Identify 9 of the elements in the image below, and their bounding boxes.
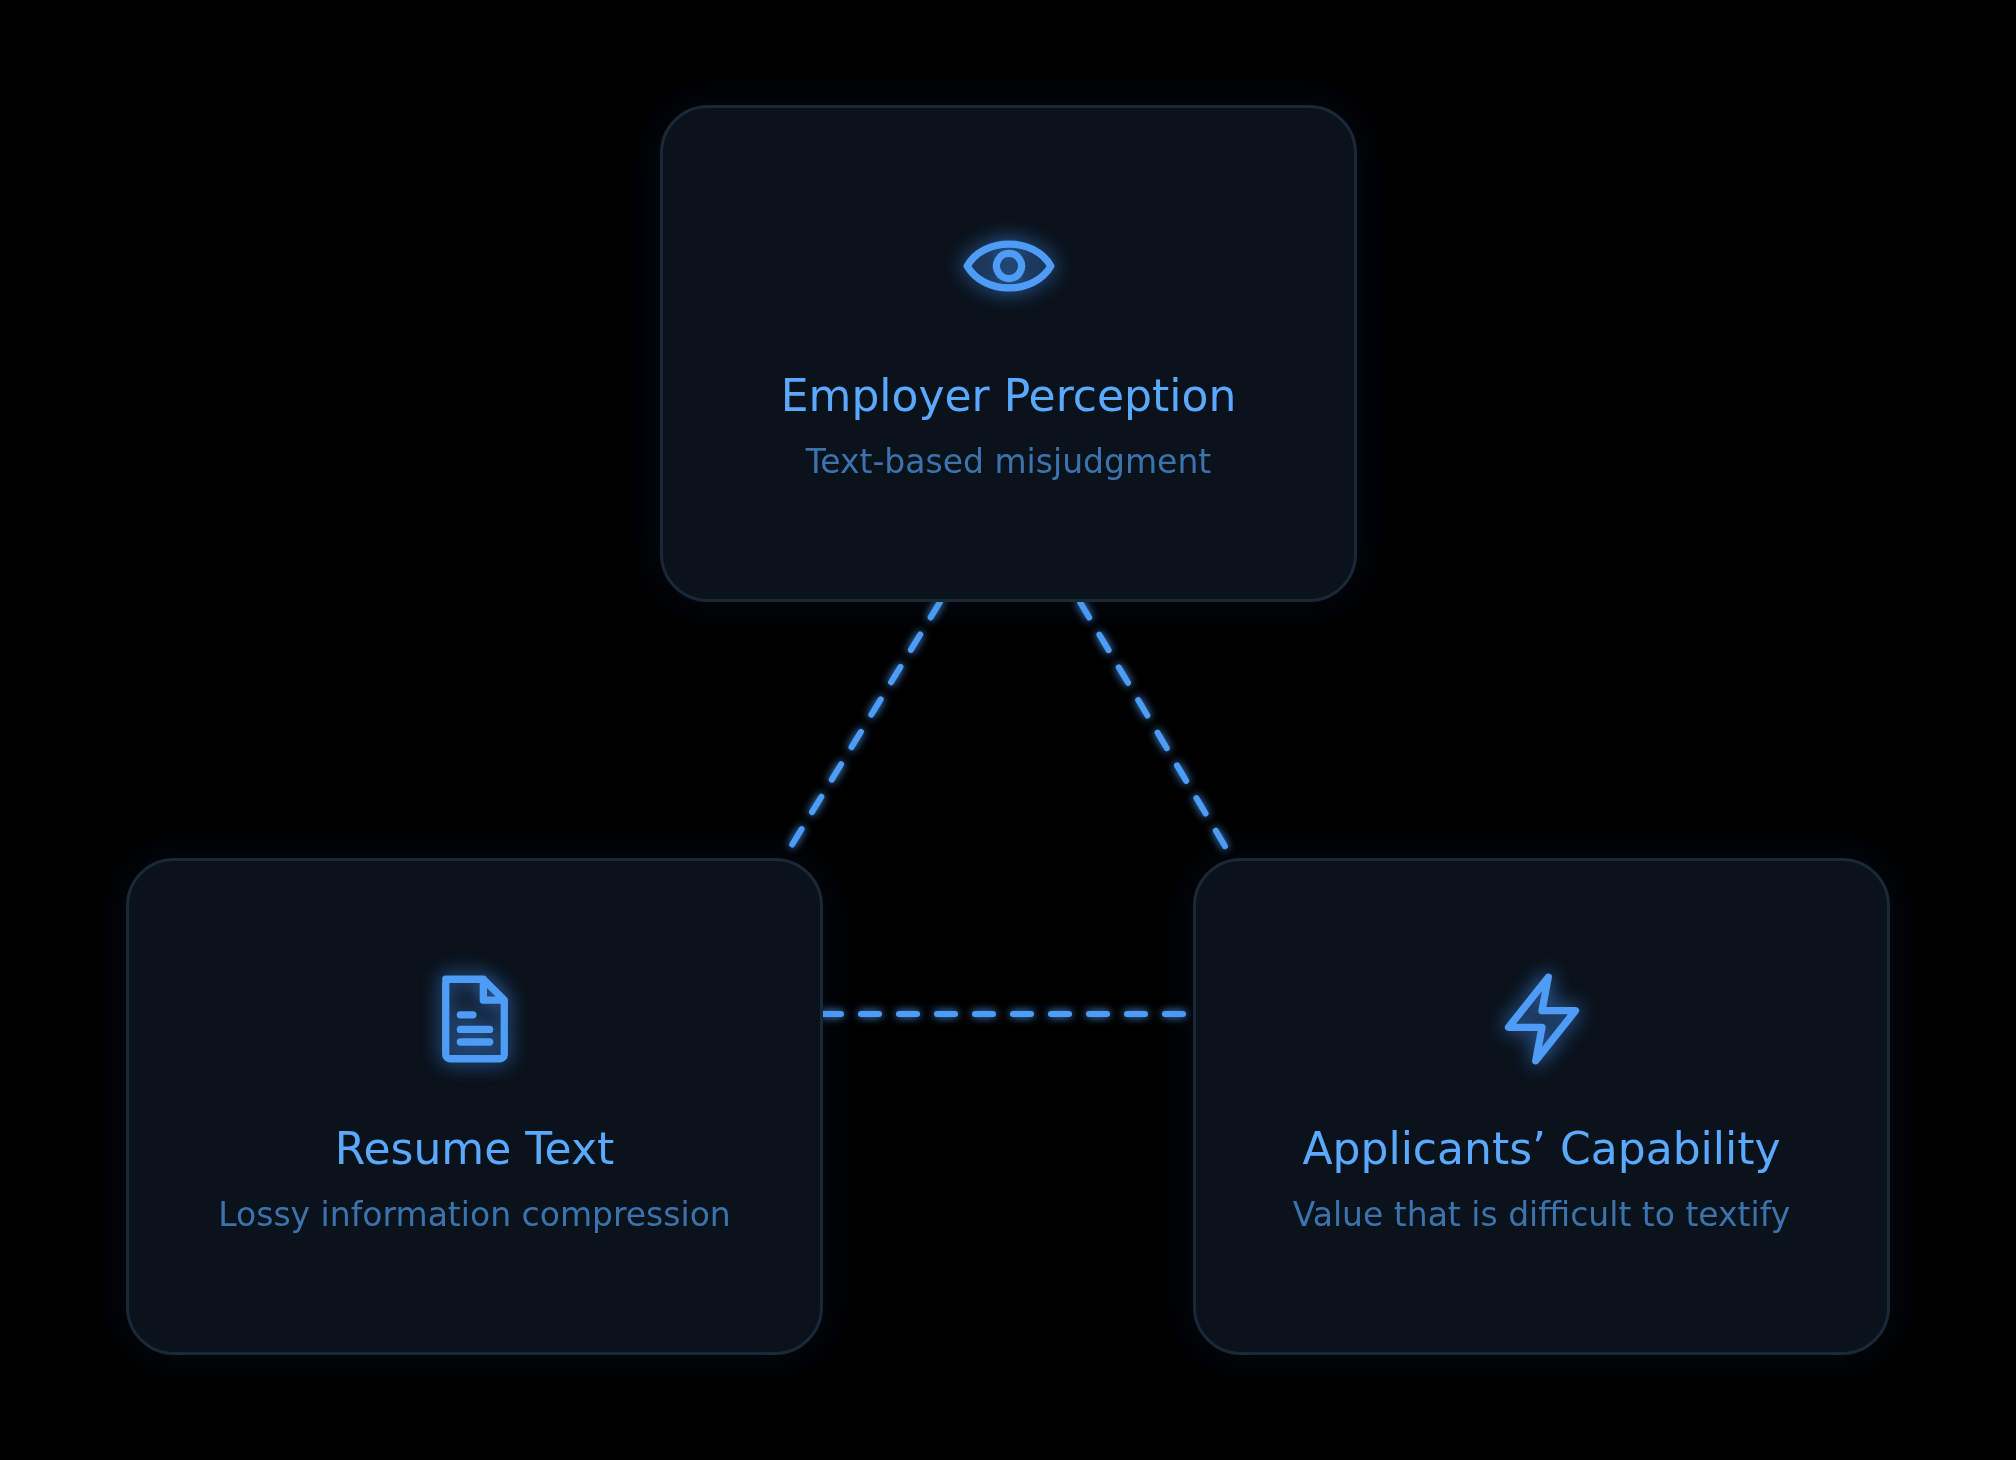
card (660, 105, 1357, 602)
card (126, 858, 823, 1355)
card-subtitle: Text-based misjudgment (805, 442, 1212, 481)
card-title: Employer Perception (780, 370, 1237, 421)
card-title: Applicants’ Capability (1302, 1123, 1781, 1174)
card (1193, 858, 1890, 1355)
card-subtitle: Lossy information compression (218, 1195, 731, 1234)
card-subtitle: Value that is difficult to textify (1292, 1195, 1791, 1234)
card-title: Resume Text (334, 1123, 615, 1174)
